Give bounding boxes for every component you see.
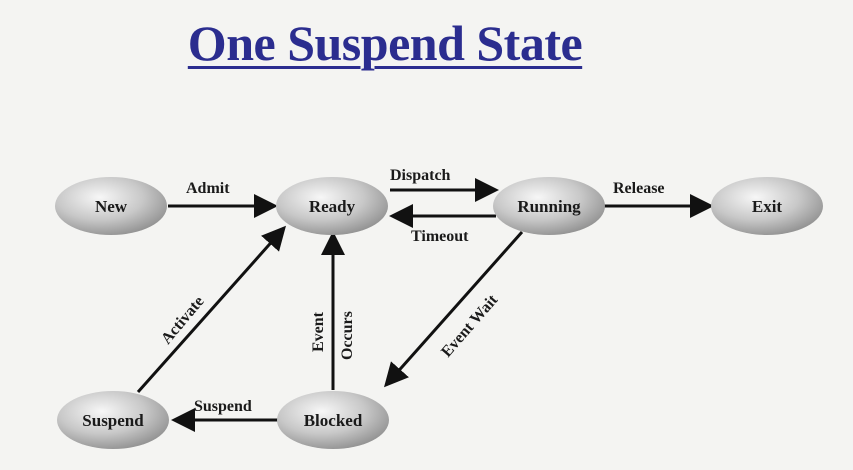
svg-text:Suspend: Suspend	[82, 411, 144, 430]
node-ready: Ready	[276, 177, 388, 235]
label-event-occurs-2: Occurs	[339, 311, 356, 360]
node-new: New	[55, 177, 167, 235]
svg-text:Running: Running	[517, 197, 581, 216]
label-event-occurs-1: Event	[310, 311, 327, 352]
label-release: Release	[613, 180, 665, 197]
svg-text:Ready: Ready	[309, 197, 356, 216]
node-running: Running	[493, 177, 605, 235]
label-timeout: Timeout	[411, 228, 469, 245]
label-admit: Admit	[186, 180, 230, 197]
svg-text:Blocked: Blocked	[304, 411, 363, 430]
edge-activate	[136, 225, 286, 393]
label-event-wait: Event Wait	[438, 291, 502, 360]
node-blocked: Blocked	[277, 391, 389, 449]
node-suspend: Suspend	[57, 391, 169, 449]
label-suspend-edge: Suspend	[194, 398, 252, 415]
slide-title: One Suspend State	[187, 15, 583, 71]
label-dispatch: Dispatch	[390, 167, 451, 184]
edge-event-wait	[384, 231, 524, 388]
svg-text:Exit: Exit	[752, 197, 783, 216]
svg-text:New: New	[95, 197, 128, 216]
node-exit: Exit	[711, 177, 823, 235]
